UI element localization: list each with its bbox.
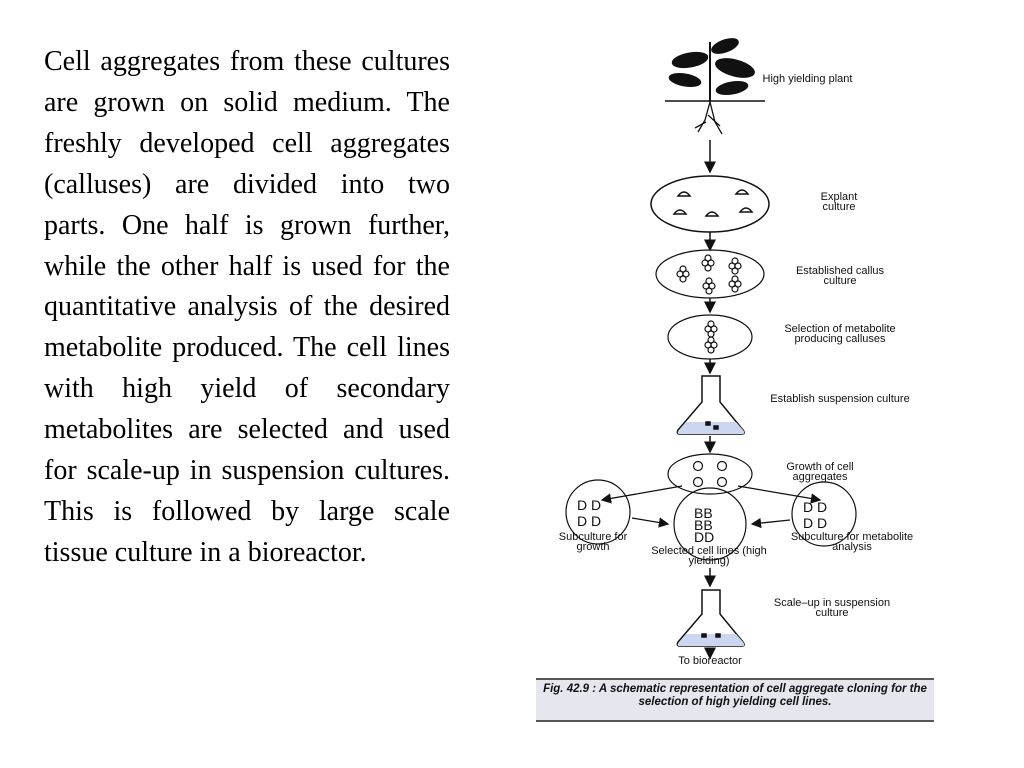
label-sub-growth: Subculture for growth — [558, 531, 628, 553]
label-selection: Selection of metabolite producing callus… — [784, 323, 896, 345]
selection-dish — [667, 314, 753, 360]
label-suspension: Establish suspension culture — [770, 393, 910, 405]
label-sub-metabolite: Subculture for metabolite analysis — [790, 531, 914, 553]
svg-text:BB: BB — [694, 517, 713, 533]
label-selected: Selected cell lines (high yielding) — [651, 545, 767, 567]
cell-aggregate-cloning-figure: D D D D BB BB DD D D D D High yielding p… — [530, 30, 940, 730]
arrow-6b — [737, 485, 822, 504]
svg-text:D D: D D — [803, 515, 827, 531]
subculture-metabolite-dish: D D D D — [791, 481, 857, 547]
arrow-7b — [750, 517, 791, 529]
subculture-growth-dish: D D D D — [565, 479, 631, 545]
label-plant: High yielding plant — [762, 73, 853, 85]
svg-text:D D: D D — [577, 513, 601, 529]
arrow-7a — [631, 517, 670, 528]
flow-diagram: D D D D BB BB DD D D D D — [565, 38, 857, 660]
svg-text:D D: D D — [577, 497, 601, 513]
selected-lines-dish: BB BB DD — [673, 487, 747, 561]
svg-text:D D: D D — [803, 499, 827, 515]
label-explant: Explant culture — [820, 191, 858, 213]
figure-caption: Fig. 42.9 : A schematic representation o… — [536, 678, 934, 722]
svg-text:DD: DD — [694, 529, 714, 545]
plant-illustration — [665, 38, 765, 135]
body-paragraph: Cell aggregates from these cultures are … — [44, 46, 450, 568]
label-scaleup: Scale–up in suspension culture — [773, 597, 891, 619]
callus-culture-dish — [655, 249, 765, 299]
label-bioreactor: To bioreactor — [678, 655, 742, 667]
scaleup-flask — [676, 589, 746, 647]
label-callus: Established callus culture — [795, 265, 885, 287]
growth-dish — [667, 453, 753, 495]
explant-culture-dish — [650, 175, 770, 233]
arrow-6a — [600, 485, 683, 504]
suspension-flask — [676, 375, 746, 435]
label-growth: Growth of cell aggregates — [786, 461, 854, 483]
svg-text:BB: BB — [694, 505, 713, 521]
